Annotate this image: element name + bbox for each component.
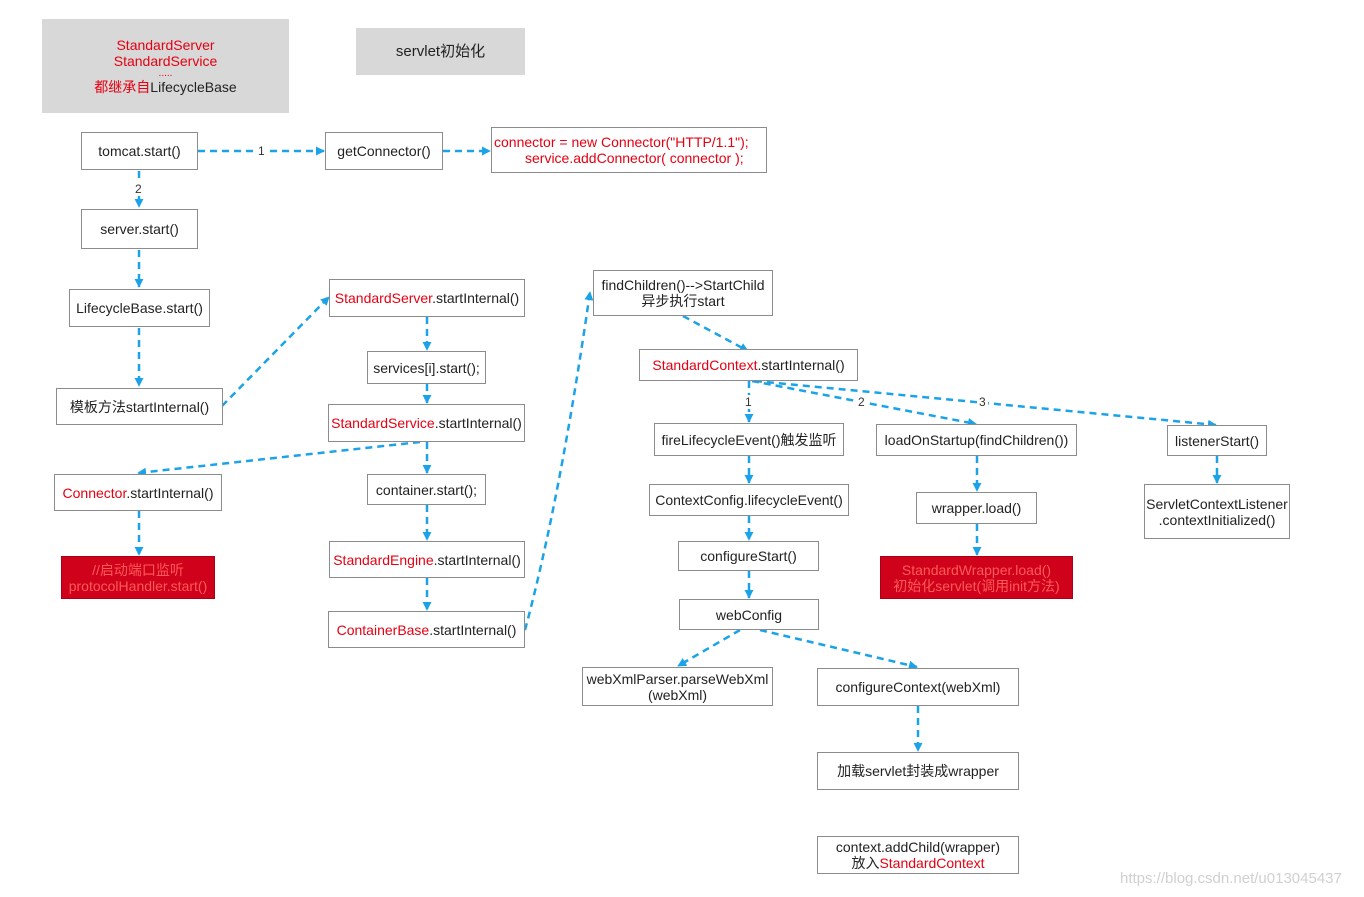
- node-connector: Connector.startInternal(): [54, 474, 222, 511]
- diagram-title-text: servlet初始化: [395, 42, 486, 60]
- node-servlet-context-listener: ServletContextListener .contextInitializ…: [1144, 484, 1290, 539]
- node-wrapper-load: wrapper.load(): [916, 492, 1037, 524]
- node-add-child: context.addChild(wrapper) 放入StandardCont…: [817, 836, 1019, 874]
- watermark: https://blog.csdn.net/u013045437: [1120, 870, 1342, 887]
- node-standard-engine: StandardEngine.startInternal(): [329, 541, 525, 578]
- edge-webconfig-configurecontext: [759, 628, 918, 670]
- node-template-method: 模板方法startInternal(): [56, 388, 223, 425]
- node-standard-context: StandardContext.startInternal(): [639, 349, 858, 381]
- context-edge-label-3: 3: [977, 395, 988, 409]
- node-load-on-startup: loadOnStartup(findChildren()): [876, 424, 1077, 456]
- edge-label-2: 2: [133, 182, 144, 196]
- node-standard-server: StandardServer.startInternal(): [329, 279, 525, 317]
- node-server-start: server.start(): [81, 209, 198, 249]
- legend-line-3: .....: [158, 68, 173, 79]
- node-standard-wrapper-load: StandardWrapper.load() 初始化servlet(调用init…: [880, 556, 1073, 599]
- diagram-title: servlet初始化: [356, 28, 525, 75]
- edge-standardservice-connector: [137, 440, 421, 477]
- node-new-connector: connector = new Connector("HTTP/1.1"); s…: [491, 127, 767, 173]
- legend-line-4-red: 都继承自: [94, 79, 151, 95]
- node-context-config: ContextConfig.lifecycleEvent(): [649, 484, 849, 516]
- legend-line-1: StandardServer: [116, 37, 215, 53]
- legend-line-4-black: LifecycleBase: [150, 79, 237, 95]
- legend-line-2: StandardService: [113, 53, 218, 69]
- node-configure-start: configureStart(): [678, 541, 819, 571]
- node-container-base: ContainerBase.startInternal(): [328, 611, 525, 648]
- edge-findchildren-standardcontext: [682, 314, 749, 353]
- legend-line-4: 都继承自LifecycleBase: [94, 79, 236, 95]
- edge-template-standardserver: [221, 296, 330, 407]
- node-fire-lifecycle: fireLifecycleEvent()触发监听: [654, 423, 844, 456]
- node-web-xml-parser: webXmlParser.parseWebXml (webXml): [582, 667, 773, 706]
- node-get-connector: getConnector(): [325, 132, 443, 170]
- edge-webconfig-parser: [677, 628, 741, 668]
- node-services-start: services[i].start();: [367, 351, 486, 384]
- node-protocol-handler: //启动端口监听 protocolHandler.start(): [61, 556, 215, 599]
- legend-box: StandardServer StandardService ..... 都继承…: [42, 19, 289, 113]
- node-standard-service: StandardService.startInternal(): [328, 404, 525, 442]
- context-edge-label-2: 2: [856, 395, 867, 409]
- node-find-children: findChildren()-->StartChild 异步执行start: [593, 270, 773, 316]
- node-load-servlet: 加载servlet封装成wrapper: [817, 752, 1019, 790]
- node-web-config: webConfig: [679, 599, 819, 630]
- node-listener-start: listenerStart(): [1167, 425, 1267, 456]
- edge-containerbase-findchildren: [523, 291, 594, 631]
- node-lifecyclebase-start: LifecycleBase.start(): [69, 289, 210, 327]
- node-tomcat-start: tomcat.start(): [81, 132, 198, 170]
- node-configure-context: configureContext(webXml): [817, 668, 1019, 706]
- context-edge-label-1: 1: [743, 395, 754, 409]
- node-container-start: container.start();: [367, 474, 486, 505]
- edge-label-1: 1: [256, 144, 267, 158]
